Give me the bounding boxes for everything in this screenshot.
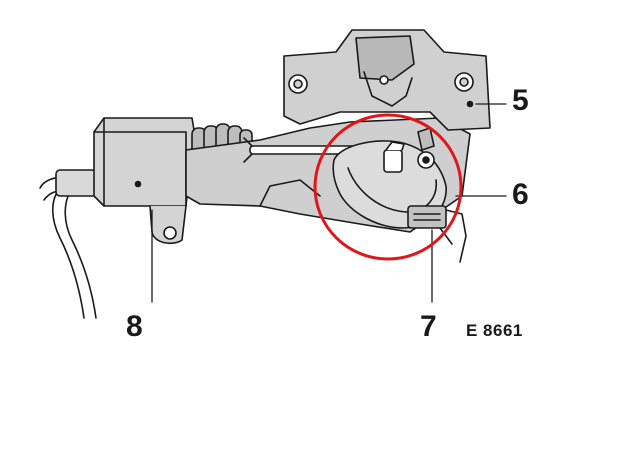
callout-8: 8	[126, 310, 143, 343]
wiring-harness	[39, 169, 97, 319]
microswitch	[407, 205, 467, 263]
callout-5: 5	[512, 84, 529, 117]
leader-lines	[151, 103, 507, 303]
actuator-motor	[93, 117, 195, 245]
callout-7: 7	[420, 310, 437, 343]
latch-plate	[283, 29, 491, 131]
highlight-circle	[313, 113, 463, 261]
figure-reference-code: E 8661	[466, 321, 523, 340]
callout-6: 6	[512, 178, 529, 211]
